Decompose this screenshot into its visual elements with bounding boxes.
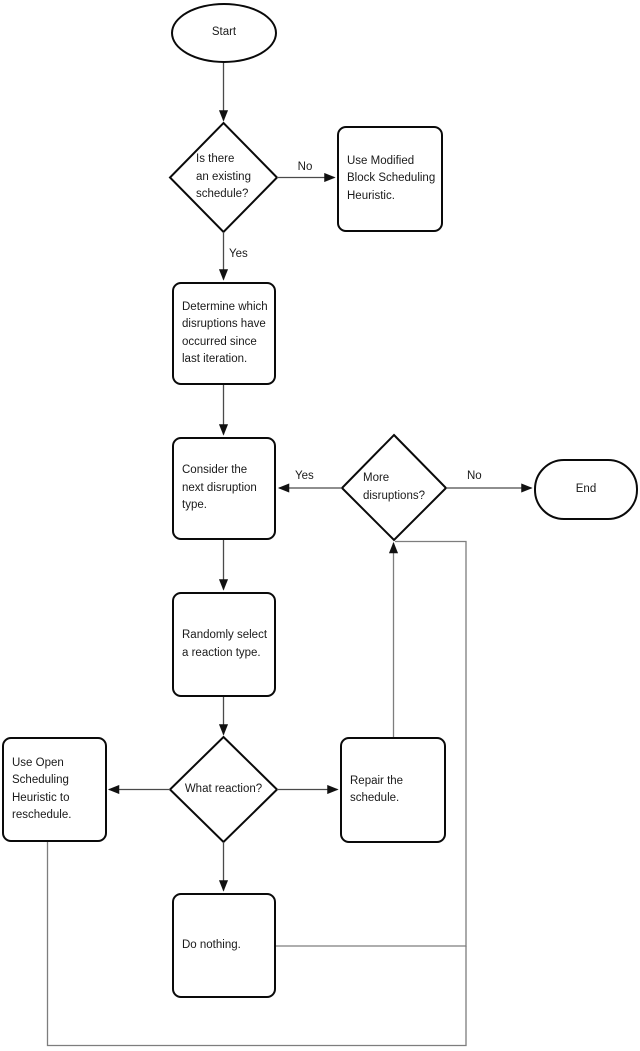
start-label: Start xyxy=(211,26,237,39)
main-connectors xyxy=(107,63,533,892)
process-open-scheduling-label: Use Open Scheduling Heuristic to resched… xyxy=(12,756,72,822)
decision-diamond-more-disruptions xyxy=(340,433,448,542)
decision-diamonds xyxy=(168,121,448,844)
feedback-connectors xyxy=(46,540,467,1047)
process-do-nothing: Do nothing. xyxy=(172,893,276,998)
process-random-reaction-label: Randomly select a reaction type. xyxy=(182,629,268,659)
process-determine-disruptions-label: Determine which disruptions have occurre… xyxy=(182,300,268,366)
edge-label-more-yes: Yes xyxy=(295,470,314,482)
decision-diamond-what-reaction xyxy=(168,735,279,844)
edge-do-nothing-loop xyxy=(276,540,467,947)
edge-open-scheduling-loop xyxy=(46,842,467,1047)
process-open-scheduling: Use Open Scheduling Heuristic to resched… xyxy=(2,737,107,842)
end-terminal: End xyxy=(534,459,638,520)
decision-diamond-existing-schedule xyxy=(168,121,279,234)
process-repair-schedule: Repair the schedule. xyxy=(340,737,446,843)
edge-label-existing-yes: Yes xyxy=(229,248,248,260)
process-consider-disruption-label: Consider the next disruption type. xyxy=(182,464,257,512)
process-do-nothing-label: Do nothing. xyxy=(182,938,241,951)
process-random-reaction: Randomly select a reaction type. xyxy=(172,592,276,697)
process-modified-block-heuristic: Use Modified Block Scheduling Heuristic. xyxy=(337,126,443,232)
edge-label-existing-no: No xyxy=(297,161,313,173)
start-terminal: Start xyxy=(171,3,277,63)
end-label: End xyxy=(575,482,597,495)
process-repair-schedule-label: Repair the schedule. xyxy=(350,774,404,805)
edge-label-more-no: No xyxy=(467,470,482,482)
process-consider-disruption: Consider the next disruption type. xyxy=(172,437,276,540)
process-modified-block-heuristic-label: Use Modified Block Scheduling Heuristic. xyxy=(347,154,436,202)
process-determine-disruptions: Determine which disruptions have occurre… xyxy=(172,282,276,385)
